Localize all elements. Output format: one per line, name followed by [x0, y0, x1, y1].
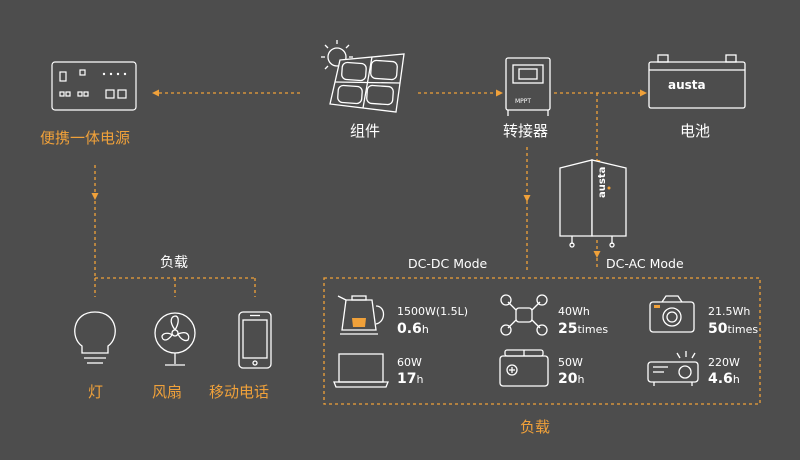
mppt-badge: MPPT: [515, 98, 532, 105]
battery-label: 电池: [680, 122, 711, 140]
load-item-spec: 50W: [558, 356, 583, 369]
dc-dc-mode-label: DC-DC Mode: [408, 256, 488, 271]
load-item-spec: 40Wh: [558, 305, 590, 318]
battery-brand: austa: [668, 78, 706, 92]
controller-label: 转接器: [503, 122, 549, 140]
power-station-label: 便携一体电源: [40, 129, 131, 147]
load-item-spec: 1500W(1.5L): [397, 305, 469, 318]
load-item-value: 20h: [558, 371, 585, 387]
load-item-value: 0.6h: [397, 321, 429, 337]
device-label-light: 灯: [88, 383, 104, 401]
load-item-value: 17h: [397, 371, 424, 387]
device-label-fan: 风扇: [152, 383, 183, 401]
load-box-border: [323, 277, 761, 405]
arrow-left: [152, 89, 159, 97]
left-load-label: 负载: [160, 255, 188, 271]
solar-panel-label: 组件: [350, 122, 381, 140]
load-item-value: 50times: [708, 321, 759, 337]
arrow-right: [640, 89, 647, 97]
arrow-down: [593, 251, 601, 258]
load-item-value: 25times: [558, 321, 609, 337]
dc-ac-mode-label: DC-AC Mode: [606, 256, 684, 271]
arrow-right: [496, 89, 503, 97]
right-load-label: 负载: [520, 418, 551, 436]
load-item-spec: 21.5Wh: [708, 305, 751, 318]
load-item-spec: 220W: [708, 356, 740, 369]
device-label-phone: 移动电话: [209, 383, 270, 401]
arrow-down: [523, 195, 531, 202]
load-item-value: 4.6h: [708, 371, 740, 387]
load-item-spec: 60W: [397, 356, 422, 369]
arrow-down: [91, 193, 99, 200]
